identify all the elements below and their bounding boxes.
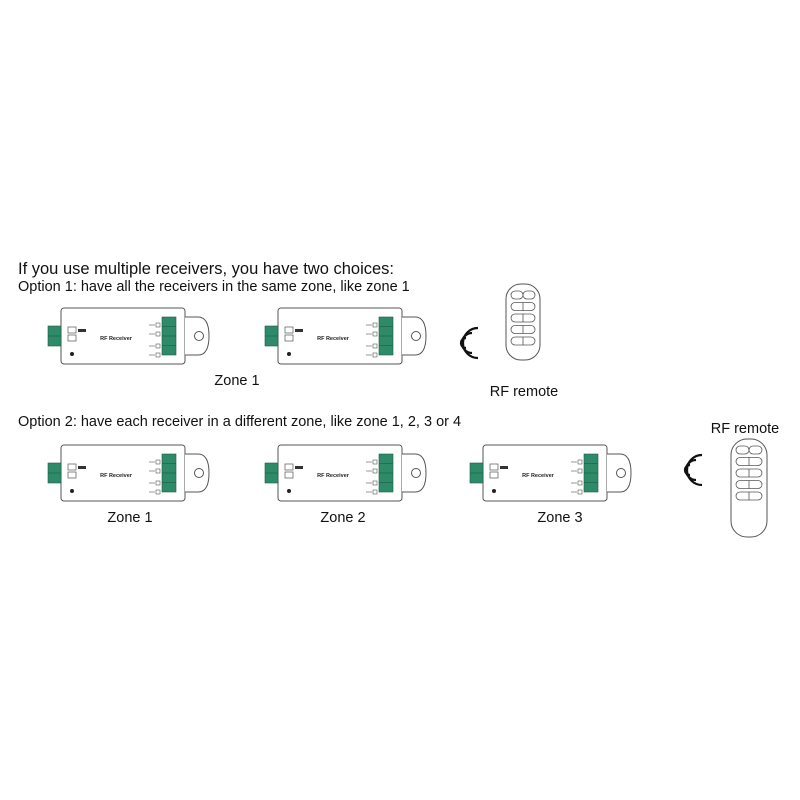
remote-label: RF remote (489, 384, 559, 400)
button-dot (70, 352, 74, 356)
mount-hole (194, 468, 204, 478)
receiver-label: RF Receiver (100, 473, 133, 479)
connector-icon (284, 471, 294, 479)
remote-button (522, 290, 536, 300)
signal-waves-icon (459, 326, 479, 360)
remote-button (510, 290, 524, 300)
connector-icon (67, 471, 77, 479)
wave-arc (683, 463, 691, 477)
remote-button (735, 445, 750, 455)
receiver-device: RF Receiver (47, 307, 210, 365)
connector-icon (284, 334, 294, 342)
option1-text: Option 1: have all the receivers in the … (18, 279, 410, 295)
button-dot (70, 489, 74, 493)
wave-arc (459, 336, 467, 350)
mount-hole (616, 468, 626, 478)
zone-label: Zone 3 (537, 510, 583, 526)
zone-label: Zone 1 (107, 510, 153, 526)
rf-remote-device (730, 438, 768, 538)
remote-button (748, 445, 763, 455)
connector-icon (67, 334, 77, 342)
rf-remote-device (505, 283, 541, 361)
connector-icon (489, 463, 499, 471)
mount-hole (194, 331, 204, 341)
button-dot (492, 489, 496, 493)
intro-text: If you use multiple receivers, you have … (18, 260, 395, 278)
receiver-device: RF Receiver (469, 444, 632, 502)
connector-icon (489, 471, 499, 479)
receiver-device: RF Receiver (264, 307, 427, 365)
connector-icon (67, 326, 77, 334)
receiver-label: RF Receiver (522, 473, 555, 479)
receiver-label: RF Receiver (100, 336, 133, 342)
remote-label: RF remote (710, 421, 780, 437)
signal-waves-icon (683, 453, 703, 487)
connector-icon (67, 463, 77, 471)
receiver-device: RF Receiver (264, 444, 427, 502)
connector-icon (284, 463, 294, 471)
option2-text: Option 2: have each receiver in a differ… (18, 414, 462, 430)
zone-label: Zone 2 (320, 510, 366, 526)
button-dot (287, 352, 291, 356)
zone-label: Zone 1 (214, 373, 260, 389)
mount-hole (411, 331, 421, 341)
receiver-label: RF Receiver (317, 473, 350, 479)
button-dot (287, 489, 291, 493)
receiver-device: RF Receiver (47, 444, 210, 502)
mount-hole (411, 468, 421, 478)
receiver-label: RF Receiver (317, 336, 350, 342)
connector-icon (284, 326, 294, 334)
